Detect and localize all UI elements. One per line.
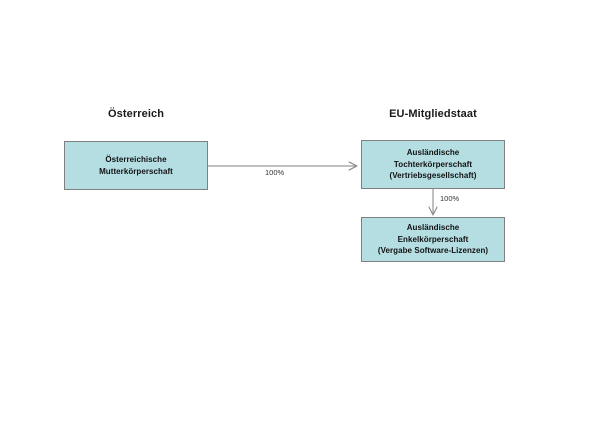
arrowhead-parent-to-subsidiary	[348, 161, 358, 171]
entity-box-parent-line-1: Österreichische	[105, 155, 167, 164]
arrowhead-subsidiary-to-grandchild	[428, 206, 438, 216]
entity-box-subsidiary-line-3: (Vertriebsgesellschaft)	[389, 171, 477, 181]
entity-box-grandchild-line-2: Enkelkörperschaft	[397, 234, 469, 244]
edge-label-parent-to-subsidiary: 100%	[265, 168, 285, 177]
entity-box-grandchild-line-3: (Vergabe Software-Lizenzen)	[377, 246, 489, 256]
entity-box-grandchild-line-1: Ausländische	[406, 223, 460, 233]
entity-box-parent[interactable]: Österreichische Mutterkörperschaft	[64, 141, 208, 190]
edge-label-subsidiary-to-grandchild: 100%	[440, 194, 460, 203]
entity-box-grandchild[interactable]: Ausländische Enkelkörperschaft (Vergabe …	[361, 217, 505, 262]
entity-box-subsidiary-line-2: Tochterkörperschaft	[393, 159, 473, 169]
entity-box-parent-line-2: Mutterkörperschaft	[99, 166, 173, 176]
region-label-austria: Österreich	[107, 108, 165, 120]
entity-box-subsidiary-line-1: Ausländische	[406, 148, 460, 158]
entity-box-subsidiary[interactable]: Ausländische Tochterkörperschaft (Vertri…	[361, 140, 505, 189]
region-label-eu: EU-Mitgliedstaat	[389, 108, 477, 120]
